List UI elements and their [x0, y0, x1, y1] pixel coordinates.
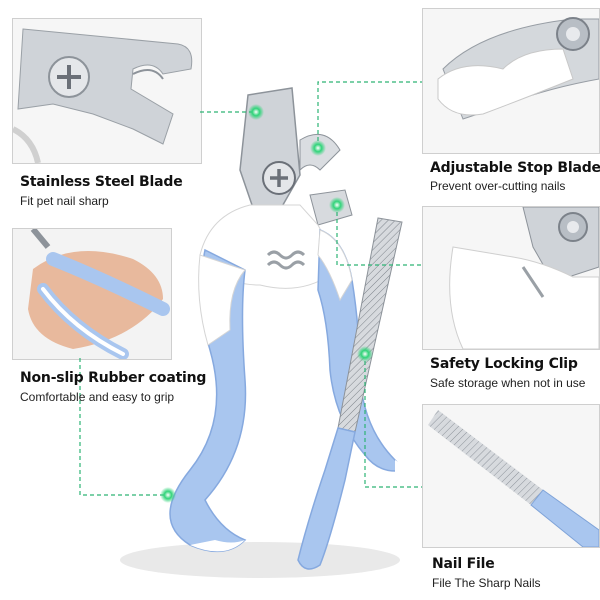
feature-title-adjustable-stop-blade: Adjustable Stop Blade: [430, 160, 600, 176]
panel-safety-locking-clip: [422, 206, 600, 350]
feature-title-stainless-steel-blade: Stainless Steel Blade: [20, 174, 183, 190]
nail-file-closeup-image: [423, 405, 599, 547]
panel-stainless-steel-blade: [12, 18, 202, 164]
stop-blade-closeup-image: [423, 9, 599, 153]
left-handle: [169, 248, 247, 553]
feature-title-nail-file: Nail File: [432, 556, 495, 572]
feature-title-non-slip-rubber-coating: Non-slip Rubber coating: [20, 370, 207, 386]
hand-grip-image: [13, 229, 171, 359]
right-handle: [317, 228, 407, 472]
feature-subtitle-non-slip-rubber-coating: Comfortable and easy to grip: [20, 390, 175, 404]
locking-clip-closeup-image: [423, 207, 599, 349]
screw-icon: [262, 161, 296, 195]
panel-non-slip-rubber-coating: [12, 228, 172, 360]
feature-title-safety-locking-clip: Safety Locking Clip: [430, 356, 578, 372]
nail-file-handle: [297, 427, 356, 570]
feature-subtitle-adjustable-stop-blade: Prevent over-cutting nails: [430, 179, 566, 193]
feature-subtitle-safety-locking-clip: Safe storage when not in use: [430, 376, 586, 390]
panel-nail-file: [422, 404, 600, 548]
nail-file: [337, 217, 403, 433]
upper-blade: [239, 87, 301, 211]
feature-subtitle-nail-file: File The Sharp Nails: [432, 576, 541, 590]
blade-closeup-image: [13, 19, 201, 163]
panel-adjustable-stop-blade: [422, 8, 600, 154]
feature-subtitle-stainless-steel-blade: Fit pet nail sharp: [20, 194, 109, 208]
